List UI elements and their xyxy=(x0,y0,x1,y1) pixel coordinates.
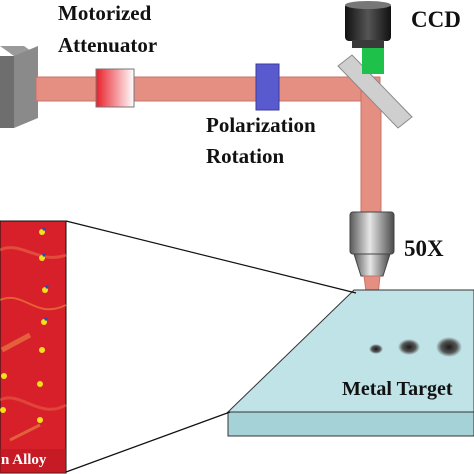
attenuator-icon xyxy=(95,68,135,108)
attenuator-label-line2: Attenuator xyxy=(58,33,158,57)
polarization-label-line1: Polarization xyxy=(206,113,316,137)
polarizer-icon xyxy=(255,63,280,111)
polarization-label-line2: Rotation xyxy=(206,144,285,168)
ablation-hole xyxy=(398,339,420,355)
zoom-line xyxy=(65,220,357,294)
ablation-hole xyxy=(436,337,462,357)
ccd-camera-icon xyxy=(345,1,391,74)
attenuator-label-line1: Motorized xyxy=(58,1,152,25)
objective-label: 50X xyxy=(404,236,444,261)
ccd-label: CCD xyxy=(411,7,461,32)
mirror-icon xyxy=(337,54,413,129)
ccd-connector xyxy=(362,48,384,74)
metal-target-plate xyxy=(226,289,474,437)
laser-source-icon xyxy=(0,46,38,128)
zoom-line xyxy=(65,411,231,473)
inset-label: n Alloy xyxy=(1,452,47,468)
ablation-hole xyxy=(369,344,383,354)
laser-beam-horizontal xyxy=(35,76,381,102)
inset-micrograph xyxy=(0,220,67,474)
target-label: Metal Target xyxy=(342,378,453,400)
microscope-objective-icon xyxy=(349,211,395,277)
